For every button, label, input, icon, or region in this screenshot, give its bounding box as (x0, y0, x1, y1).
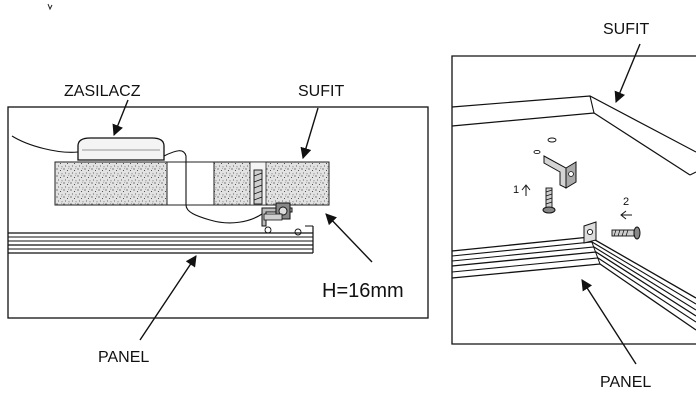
horizontal-screw-icon (611, 226, 641, 240)
power-supply (77, 137, 165, 161)
leader-ceiling-right (614, 43, 641, 104)
leader-panel-right (581, 279, 637, 365)
ceiling-block-2 (213, 161, 330, 206)
leader-panel-left (139, 255, 197, 341)
panel-rail-right (451, 236, 696, 331)
right-diagram (451, 43, 696, 365)
left-frame (7, 106, 429, 319)
ceiling-hole-1 (547, 137, 557, 143)
panel-label-right: PANEL (600, 374, 652, 391)
ceiling-bracket-icon (543, 155, 577, 189)
panel-profile (8, 225, 314, 254)
ceiling-label-left: SUFIT (298, 83, 345, 100)
step-1-label: 1 (513, 184, 520, 196)
leader-height (325, 213, 373, 263)
panel-cable (163, 150, 263, 224)
corner-mark (47, 3, 53, 11)
left-arrow-icon (620, 210, 632, 220)
bracket-icon (261, 202, 302, 236)
panel-label-left: PANEL (98, 349, 150, 366)
ceiling-screw-icon (253, 169, 263, 205)
leader-ceiling-left (300, 107, 319, 160)
power-supply-label: ZASILACZ (64, 83, 141, 100)
leader-power-supply (112, 99, 129, 137)
rail-bracket-icon (583, 221, 597, 244)
step-2-label: 2 (623, 196, 630, 208)
vertical-screw-icon (542, 187, 556, 214)
left-diagram (7, 99, 429, 341)
up-arrow-icon (521, 184, 531, 196)
right-frame (451, 55, 696, 345)
ceiling-hole-2 (533, 149, 541, 155)
height-label: H=16mm (322, 280, 404, 302)
power-cable (11, 135, 79, 153)
ceiling-label-right: SUFIT (603, 21, 650, 38)
ceiling-block-1 (54, 161, 168, 206)
